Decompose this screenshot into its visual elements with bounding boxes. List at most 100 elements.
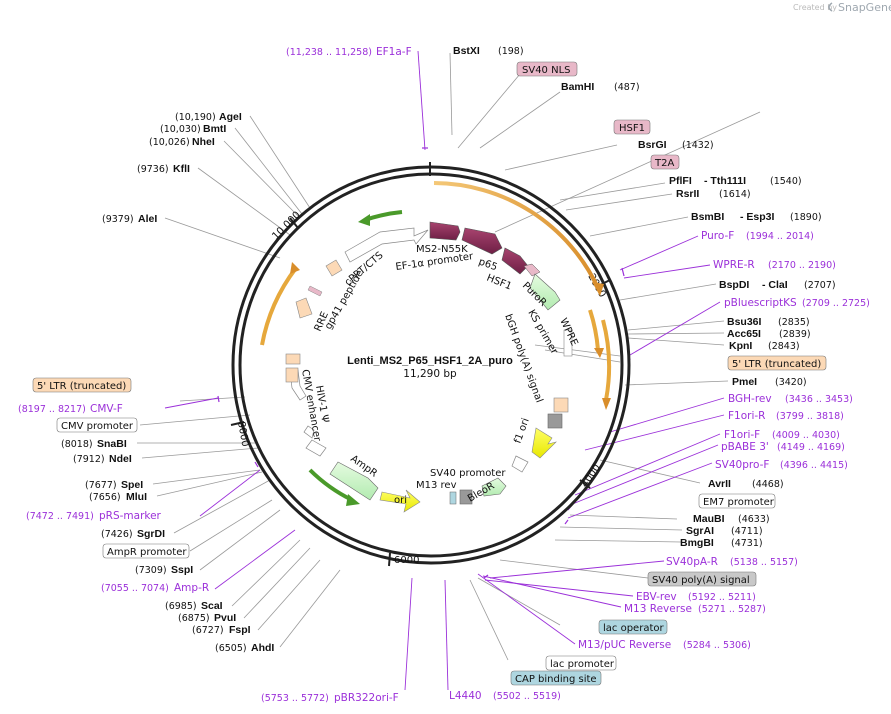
svg-text:(2835): (2835) bbox=[778, 317, 810, 328]
svg-text:(5138 .. 5157): (5138 .. 5157) bbox=[730, 557, 798, 568]
enzyme-rsrii[interactable]: RsrII(1614) bbox=[676, 188, 751, 200]
svg-text:(1432): (1432) bbox=[682, 140, 714, 151]
credit-prefix: Created by bbox=[793, 3, 837, 12]
primer-cmv-f[interactable]: (8197 .. 8217)CMV-F bbox=[18, 403, 123, 415]
enzyme-bstxi[interactable]: BstXI(198) bbox=[453, 45, 524, 57]
svg-text:BstXI: BstXI bbox=[453, 45, 480, 57]
enzyme-bsrgi[interactable]: BsrGI(1432) bbox=[638, 139, 714, 151]
primer-sv40pro-f[interactable]: SV40pro-F(4396 .. 4415) bbox=[715, 459, 848, 471]
box-cap[interactable]: CAP binding site bbox=[510, 670, 602, 686]
enzyme-mlui[interactable]: (7656)MluI bbox=[89, 491, 147, 503]
primer-connector-lines bbox=[164, 50, 725, 691]
primer-sv40pa-r[interactable]: SV40pA-R(5138 .. 5157) bbox=[666, 556, 798, 568]
orange-arc-right-head bbox=[602, 398, 611, 410]
primer-m13-puc-reverse[interactable]: M13/pUC Reverse(5284 .. 5306) bbox=[578, 639, 751, 651]
ef1a-promoter[interactable] bbox=[344, 227, 429, 263]
enzyme-bmgbi[interactable]: BmgBI(4731) bbox=[680, 537, 763, 549]
puror-cds[interactable] bbox=[529, 273, 561, 311]
sv40-promoter[interactable] bbox=[511, 455, 529, 473]
ori-feature[interactable] bbox=[379, 489, 421, 513]
svg-text:(8197 .. 8217): (8197 .. 8217) bbox=[18, 404, 86, 415]
svg-text:(2709 .. 2725): (2709 .. 2725) bbox=[802, 298, 870, 309]
enzyme-ahdi[interactable]: (6505)AhdI bbox=[215, 642, 274, 654]
ampr-cds[interactable] bbox=[329, 461, 379, 501]
box-t2a[interactable]: T2A bbox=[650, 154, 680, 170]
enzyme-snabi[interactable]: (8018)SnaBI bbox=[61, 438, 127, 450]
box-cmv-promoter[interactable]: CMV promoter bbox=[56, 417, 138, 433]
box-em7[interactable]: EM7 promoter bbox=[698, 493, 776, 509]
enzyme-agei[interactable]: (10,190)AgeI bbox=[175, 111, 242, 123]
enzyme-pflfi[interactable]: PflFI- Tth111I(1540) bbox=[669, 175, 802, 187]
svg-text:AmpR promoter: AmpR promoter bbox=[107, 547, 187, 558]
box-ltr-right[interactable]: 5' LTR (truncated) bbox=[727, 355, 827, 371]
enzyme-sgrdi[interactable]: (7426)SgrDI bbox=[101, 528, 165, 540]
primer-l4440[interactable]: L4440(5502 .. 5519) bbox=[449, 690, 561, 702]
bleor-cds[interactable] bbox=[481, 477, 507, 497]
primer-ef1a-f[interactable]: (11,238 .. 11,258)EF1a-F bbox=[286, 46, 412, 58]
enzyme-pmei[interactable]: PmeI(3420) bbox=[732, 376, 807, 388]
sv40pa-mark bbox=[459, 489, 473, 505]
label-wpre: WPRE bbox=[557, 317, 579, 348]
box-ampr-promoter[interactable]: AmpR promoter bbox=[102, 543, 190, 559]
enzyme-acc65i[interactable]: Acc65I(2839) bbox=[727, 328, 811, 340]
orange-arc-right bbox=[601, 319, 612, 401]
enzyme-scai[interactable]: (6985) ScaI bbox=[165, 600, 223, 612]
svg-text:- ClaI: - ClaI bbox=[762, 279, 788, 291]
box-sv40nls[interactable]: SV40 NLS bbox=[516, 61, 578, 77]
enzyme-bsu36i[interactable]: Bsu36I(2835) bbox=[727, 316, 810, 328]
orange-arc-mid bbox=[588, 309, 600, 351]
primer-puro-f[interactable]: Puro-F(1994 .. 2014) bbox=[701, 230, 814, 242]
svg-text:SgrDI: SgrDI bbox=[137, 528, 165, 540]
enzyme-bamhi[interactable]: BamHI (487) bbox=[561, 81, 640, 93]
enzyme-bspdi[interactable]: BspDI- ClaI(2707) bbox=[719, 279, 836, 291]
enzyme-alei[interactable]: (9379)AleI bbox=[102, 213, 157, 225]
svg-text:(2170 .. 2190): (2170 .. 2190) bbox=[768, 260, 836, 271]
enzyme-nhei[interactable]: (10,026)NheI bbox=[149, 136, 215, 148]
box-ltr-left[interactable]: 5' LTR (truncated) bbox=[32, 377, 132, 393]
primer-amp-r[interactable]: (7055 .. 7074)Amp-R bbox=[101, 582, 209, 594]
enzyme-sgrai[interactable]: SgrAI(4711) bbox=[686, 525, 763, 537]
box-hsf1[interactable]: HSF1 bbox=[613, 119, 651, 135]
enzyme-bmti[interactable]: (10,030)BmtI bbox=[160, 123, 226, 135]
box-lac-operator[interactable]: lac operator bbox=[598, 619, 668, 635]
primer-m13-reverse[interactable]: M13 Reverse(5271 .. 5287) bbox=[624, 603, 766, 615]
enzyme-maubi[interactable]: MauBI(4633) bbox=[693, 513, 770, 525]
f1ori-feature[interactable] bbox=[531, 427, 557, 459]
svg-text:(487): (487) bbox=[614, 82, 640, 93]
p65-cds[interactable] bbox=[461, 227, 503, 255]
enzyme-ndei[interactable]: (7912)NdeI bbox=[73, 453, 132, 465]
orange-arc-top-head bbox=[592, 282, 604, 296]
svg-text:(11,238 .. 11,258): (11,238 .. 11,258) bbox=[286, 47, 372, 58]
svg-text:KpnI: KpnI bbox=[729, 340, 752, 352]
enzyme-kpni[interactable]: KpnI(2843) bbox=[729, 340, 800, 352]
primer-pbr322ori-f[interactable]: (5753 .. 5772)pBR322ori-F bbox=[261, 692, 399, 704]
svg-text:BamHI: BamHI bbox=[561, 81, 594, 93]
primer-ebv-rev[interactable]: EBV-rev(5192 .. 5211) bbox=[636, 591, 756, 603]
ms2-cds[interactable] bbox=[429, 221, 461, 241]
svg-text:(6985): (6985) bbox=[165, 601, 197, 612]
primer-pbabe3[interactable]: pBABE 3'(4149 .. 4169) bbox=[721, 441, 845, 453]
enzyme-fspi[interactable]: (6727)FspI bbox=[192, 624, 251, 636]
primer-pbluescriptks[interactable]: pBluescriptKS(2709 .. 2725) bbox=[724, 297, 870, 309]
svg-text:PflFI: PflFI bbox=[669, 175, 692, 187]
label-ks: KS primer bbox=[525, 308, 560, 357]
svg-text:ScaI: ScaI bbox=[201, 600, 223, 612]
enzyme-kfli[interactable]: (9736)KflI bbox=[137, 163, 190, 175]
enzyme-bsmbi[interactable]: BsmBI- Esp3I(1890) bbox=[691, 211, 822, 223]
box-sv40polya[interactable]: SV40 poly(A) signal bbox=[647, 571, 757, 587]
enzyme-pvui[interactable]: (6875)PvuI bbox=[178, 612, 236, 624]
svg-text:SnaBI: SnaBI bbox=[97, 438, 127, 450]
primer-prs-marker[interactable]: (7472 .. 7491)pRS-marker bbox=[26, 510, 162, 522]
primer-bgh-rev[interactable]: BGH-rev(3436 .. 3453) bbox=[728, 393, 853, 405]
enzyme-spei[interactable]: (7677)SpeI bbox=[85, 479, 143, 491]
primer-f1ori-f[interactable]: F1ori-F(4009 .. 4030) bbox=[724, 429, 840, 441]
primer-wpre-r[interactable]: WPRE-R(2170 .. 2190) bbox=[713, 259, 836, 271]
svg-text:(9379): (9379) bbox=[102, 214, 134, 225]
primer-f1ori-r[interactable]: F1ori-R(3799 .. 3818) bbox=[728, 410, 844, 422]
enzyme-connector-lines bbox=[137, 52, 761, 661]
svg-text:EBV-rev: EBV-rev bbox=[636, 591, 677, 603]
hsf1-cds[interactable] bbox=[501, 247, 529, 275]
box-lac-promoter[interactable]: lac promoter bbox=[545, 655, 617, 671]
enzyme-sspi[interactable]: (7309)SspI bbox=[135, 564, 193, 576]
enzyme-avrii[interactable]: AvrII(4468) bbox=[708, 478, 784, 490]
